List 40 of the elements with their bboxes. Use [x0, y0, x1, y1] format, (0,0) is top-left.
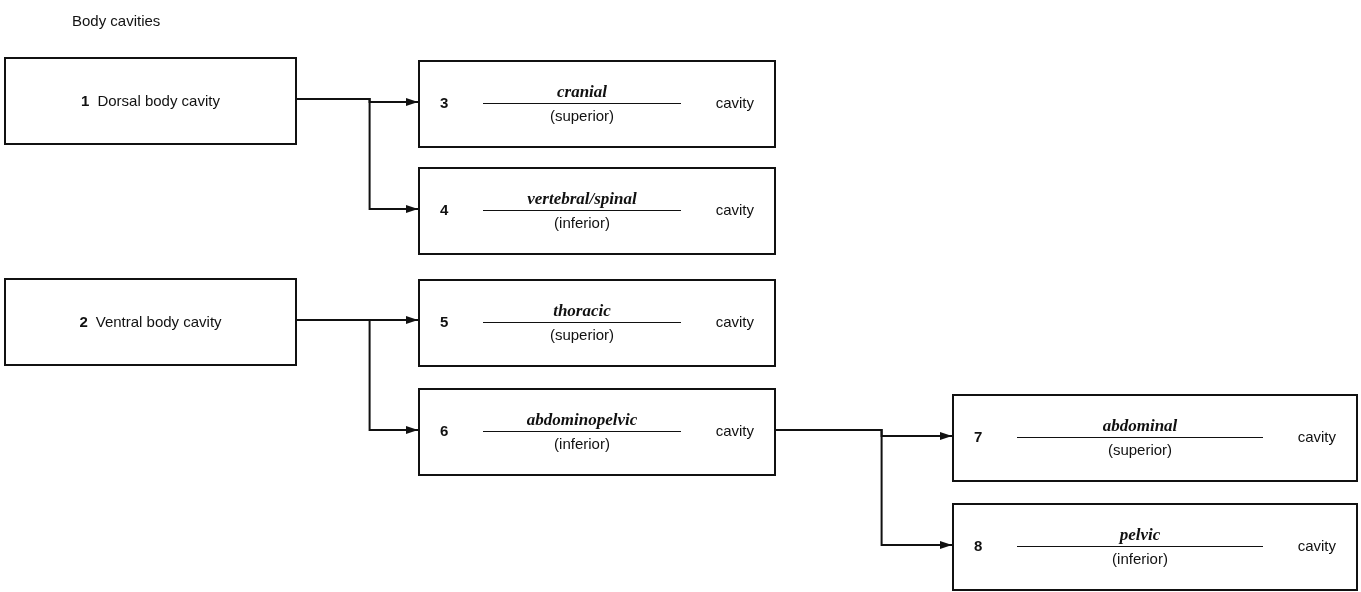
cavity-name: Dorsal body cavity [97, 92, 220, 109]
cavity-word: cavity [1297, 428, 1336, 446]
branch-arrow [296, 319, 419, 434]
branch-arrow [775, 429, 953, 549]
cavity-word: cavity [715, 94, 754, 112]
cavity-word: cavity [715, 422, 754, 440]
cavity-box [952, 394, 1358, 482]
fill-in-line: vertebral/spinal [483, 189, 681, 211]
position-note: (superior) [548, 326, 616, 344]
cavity-box [952, 503, 1358, 591]
fill-in-line: abdominopelvic [483, 410, 681, 432]
fill-in-line: cranial [483, 82, 681, 104]
fill-in-line: thoracic [483, 301, 681, 323]
item-number: 1 [81, 92, 90, 109]
item-number: 7 [974, 428, 983, 446]
cavity-box [4, 57, 297, 145]
cavity-word: cavity [1297, 537, 1336, 555]
cavity-word: cavity [715, 313, 754, 331]
position-note: (inferior) [553, 214, 611, 232]
cavity-box [418, 279, 776, 367]
item-number: 8 [974, 537, 983, 555]
cavity-name: Ventral body cavity [95, 313, 222, 330]
cavity-box [418, 388, 776, 476]
cavity-word: cavity [715, 201, 754, 219]
item-number: 4 [440, 201, 449, 219]
item-number: 2 [79, 313, 88, 330]
position-note: (superior) [1106, 441, 1174, 459]
branch-arrow [296, 98, 419, 213]
cavity-box [418, 167, 776, 255]
cavity-box [4, 278, 297, 366]
diagram-title: Body cavities [72, 12, 161, 29]
position-note: (inferior) [1111, 550, 1169, 568]
item-number: 6 [440, 422, 449, 440]
position-note: (superior) [548, 107, 616, 125]
item-number: 3 [440, 94, 449, 112]
item-number: 5 [440, 313, 449, 331]
cavity-box [418, 60, 776, 148]
fill-in-line: pelvic [1017, 525, 1263, 547]
fill-in-line: abdominal [1017, 416, 1263, 438]
position-note: (inferior) [553, 435, 611, 453]
